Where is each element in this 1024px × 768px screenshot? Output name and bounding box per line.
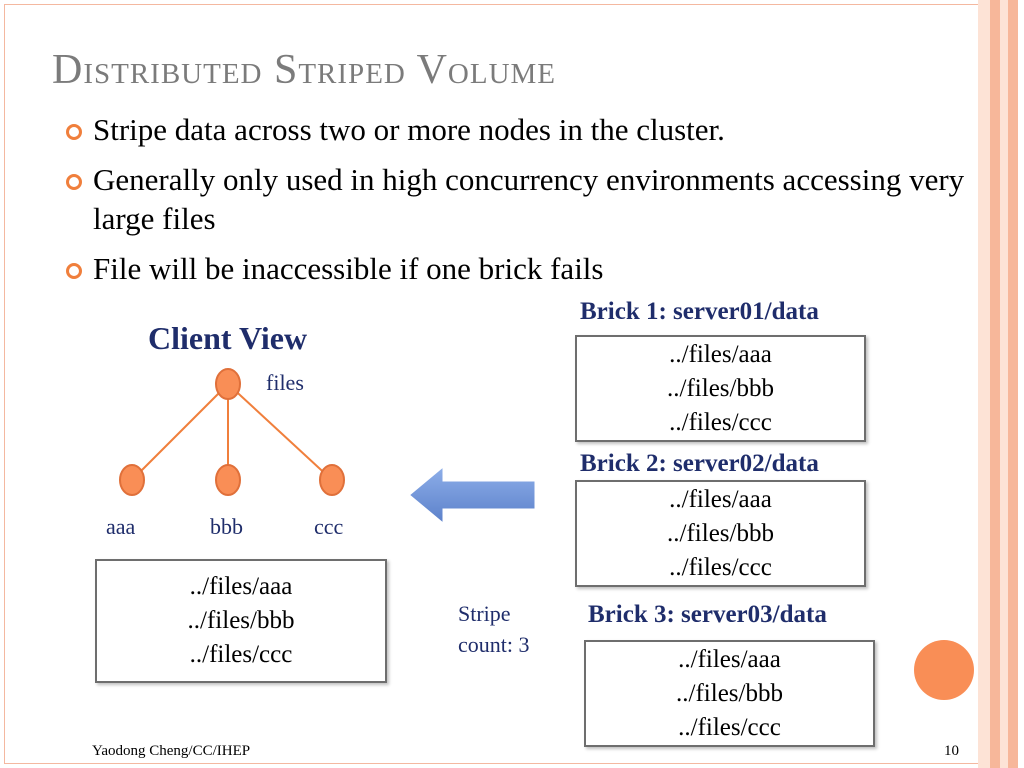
decorative-stripe: [990, 0, 1000, 768]
bullet-item: File will be inaccessible if one brick f…: [62, 249, 972, 288]
bullet-text: Generally only used in high concurrency …: [93, 162, 965, 236]
decorative-stripe: [1000, 0, 1008, 768]
tree-edge: [131, 383, 229, 481]
brick-files-box: ../files/aaa ../files/bbb ../files/ccc: [575, 480, 866, 587]
bullet-list: Stripe data across two or more nodes in …: [62, 110, 972, 299]
bullet-circle-icon: [66, 124, 82, 140]
file-path: ../files/bbb: [187, 607, 295, 634]
root-node-label: files: [266, 370, 304, 395]
brick-title: Brick 3: server03/data: [588, 601, 827, 628]
file-path: ../files/ccc: [678, 713, 781, 741]
bullet-circle-icon: [66, 263, 82, 279]
file-path: ../files/bbb: [667, 519, 774, 547]
bullet-circle-icon: [66, 174, 82, 190]
brick-files-box: ../files/aaa ../files/bbb ../files/ccc: [575, 335, 866, 442]
child-node-label: ccc: [314, 514, 344, 539]
bullet-item: Generally only used in high concurrency …: [62, 160, 972, 238]
client-view-title: Client View: [148, 320, 308, 356]
bullet-text: Stripe data across two or more nodes in …: [93, 112, 725, 147]
file-path: ../files/bbb: [676, 679, 783, 707]
file-path: ../files/ccc: [669, 553, 772, 581]
bullet-item: Stripe data across two or more nodes in …: [62, 110, 972, 149]
arrow-shape: [405, 461, 538, 529]
left-arrow-icon: [405, 461, 538, 529]
client-tree-diagram: [119, 368, 345, 496]
brick-title: Brick 1: server01/data: [580, 298, 819, 325]
decorative-stripe: [978, 0, 990, 768]
stripe-note-line: count: 3: [458, 632, 530, 657]
stripe-note-line: Stripe: [458, 601, 511, 626]
brick-files-box: ../files/aaa ../files/bbb ../files/ccc: [584, 640, 875, 747]
file-path: ../files/aaa: [189, 573, 293, 600]
child-node-label: aaa: [106, 514, 136, 539]
file-path: ../files/aaa: [678, 645, 781, 673]
child-node-aaa: [119, 464, 145, 496]
footer-author: Yaodong Cheng/CC/IHEP: [92, 743, 251, 759]
client-files-box: ../files/aaa ../files/bbb ../files/ccc: [95, 559, 387, 683]
file-path: ../files/ccc: [669, 408, 772, 436]
tree-edge: [227, 383, 333, 481]
child-node-bbb: [215, 464, 241, 496]
page-number: 10: [944, 743, 959, 759]
slide-title: Distributed Striped Volume: [52, 47, 557, 93]
brick-title: Brick 2: server02/data: [580, 450, 819, 477]
decorative-circle: [914, 640, 974, 700]
file-path: ../files/ccc: [189, 641, 293, 668]
file-path: ../files/aaa: [669, 340, 772, 368]
stripe-count-note: Stripe count: 3: [458, 598, 530, 660]
root-node: [215, 368, 241, 400]
file-path: ../files/bbb: [667, 374, 774, 402]
file-path: ../files/aaa: [669, 485, 772, 513]
bullet-text: File will be inaccessible if one brick f…: [93, 251, 604, 286]
child-node-ccc: [319, 464, 345, 496]
decorative-stripe: [1008, 0, 1018, 768]
child-node-label: bbb: [210, 514, 243, 539]
